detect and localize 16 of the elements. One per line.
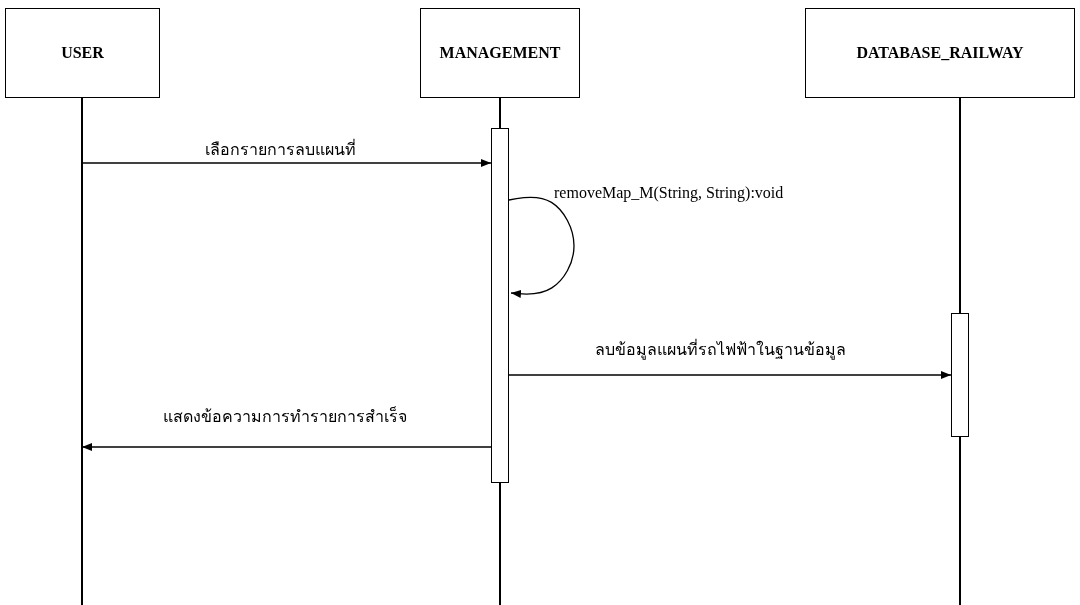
message-arrow: [508, 196, 575, 298]
message-arrow: [81, 443, 492, 451]
lifeline-name: MANAGEMENT: [439, 44, 561, 62]
lifeline-header-box: [805, 8, 1075, 98]
lifeline: [959, 98, 961, 605]
lifeline: [81, 98, 83, 605]
message-label: removeMap_M(String, String):void: [552, 183, 786, 203]
message-arrow: [81, 159, 492, 167]
lifeline-header-box: [420, 8, 580, 98]
lifeline-header-box: [5, 8, 160, 98]
activation-bar: [491, 128, 509, 483]
lifeline-name: USER: [61, 44, 104, 62]
lifeline-name: DATABASE_RAILWAY: [856, 44, 1024, 62]
message-arrow: [508, 371, 952, 379]
activation-bar: [951, 313, 969, 437]
lifeline: [499, 98, 501, 605]
